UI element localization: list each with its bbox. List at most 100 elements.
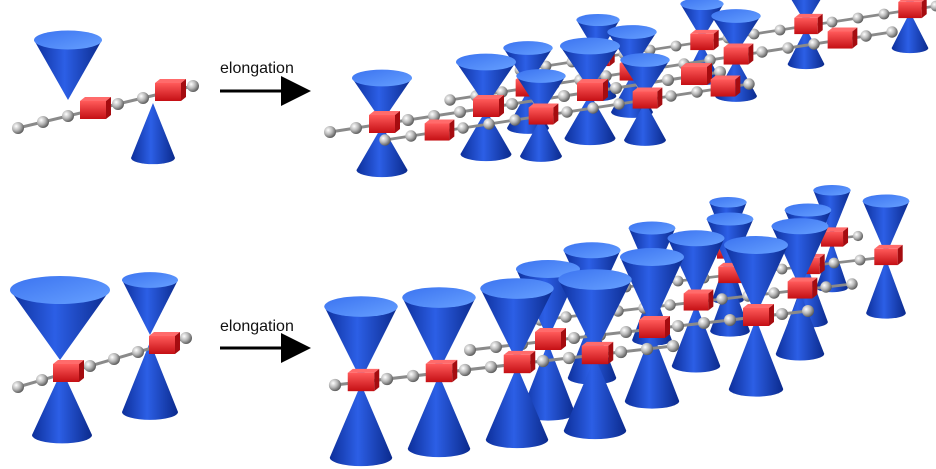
red-block [53,360,84,382]
red-block [787,277,818,299]
red-block [581,341,614,365]
blue-cone [891,12,929,54]
bead [698,317,710,329]
blue-cone [356,126,408,178]
blue-cone [680,0,724,40]
bead [406,369,420,383]
bead [561,106,573,118]
bead [540,60,552,72]
bead [600,70,612,82]
blue-cone [10,276,110,360]
red-block [681,63,712,85]
red-block [149,332,180,354]
bead [704,54,716,66]
bead [714,66,726,78]
bead [484,360,498,374]
bead [112,98,124,110]
bead [180,332,192,344]
blue-cone [560,37,620,90]
bead [774,24,786,36]
blue-cone [503,41,553,86]
bead [405,130,417,142]
blue-cone [563,357,627,440]
blue-cone [624,331,680,409]
blue-cone [485,366,549,449]
red-block [794,13,823,35]
red-block [632,87,663,109]
blue-cone [791,0,821,24]
blue-cone [456,53,516,106]
bead [610,82,622,94]
bead [379,134,391,146]
red-block [690,29,719,51]
bead [828,257,840,269]
bead [846,278,858,290]
bead [350,122,362,134]
bead [670,40,682,52]
bead [748,28,760,40]
bead [108,353,120,365]
bead [444,94,456,106]
red-block [723,43,754,65]
blue-cone [122,272,178,335]
red-block [683,289,714,311]
bead [691,86,703,98]
bead [490,341,502,353]
bead [665,90,677,102]
red-block [577,79,608,101]
chains-layer [10,0,936,467]
bead [666,339,680,353]
bead [464,344,476,356]
blue-cone [787,28,825,70]
red-block [820,227,849,247]
red-block [503,350,536,374]
red-block [827,27,858,49]
blue-cone [516,69,566,114]
bead [716,293,728,305]
blue-cone [771,218,829,288]
bead [536,354,550,368]
blue-cone [724,236,788,315]
blue-cone [460,110,512,162]
blue-cone [711,9,761,54]
bead [860,30,872,42]
bead [137,92,149,104]
bead [428,110,440,122]
bead [672,275,684,287]
red-block [155,79,186,101]
bead [802,305,814,317]
blue-cone [866,259,906,319]
blue-cone [32,370,92,444]
bead [402,114,414,126]
red-block [710,75,741,97]
bead [776,263,788,275]
bead [509,114,521,126]
bead [808,38,820,50]
bead [743,78,755,90]
blue-cone [862,194,910,255]
red-block [424,119,455,141]
bead [84,360,96,372]
bead [506,98,518,110]
bead [496,86,508,98]
bead [36,374,48,386]
bead [724,314,736,326]
red-block [639,316,670,338]
red-block [528,103,559,125]
red-block [80,97,111,119]
bead [12,381,24,393]
bead [776,308,788,320]
red-block [473,95,504,117]
bead [562,351,576,365]
bead [640,342,654,356]
bead [457,122,469,134]
bead [886,26,898,38]
bead [620,326,632,338]
bead [568,332,580,344]
bead [37,116,49,128]
bead [644,44,656,56]
bead [483,118,495,130]
blue-cone [667,230,725,300]
blue-cone [620,248,684,327]
blue-cone [34,30,102,100]
